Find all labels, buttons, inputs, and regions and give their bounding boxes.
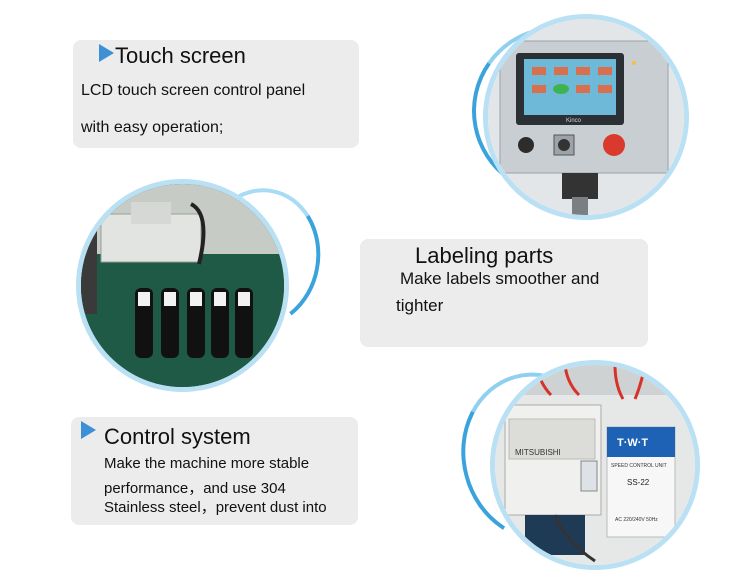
control-system-line-2: performance，and use 304 bbox=[104, 480, 286, 497]
unit-logo: T·W·T bbox=[617, 437, 648, 449]
control-system-title: Control system bbox=[104, 424, 251, 449]
panel-brand: Kinco bbox=[566, 118, 582, 124]
unit-rating: AC 220/240V 50Hz bbox=[615, 517, 658, 523]
touch-screen-line-2: with easy operation; bbox=[81, 119, 224, 136]
touch-screen-card: Touch screen LCD touch screen control pa… bbox=[73, 40, 359, 148]
labeling-parts-card: Labeling parts Make labels smoother and … bbox=[360, 239, 648, 347]
bullet-triangle-icon bbox=[81, 421, 96, 439]
control-panel-illustration: Kinco bbox=[488, 19, 684, 215]
touch-screen-photo: Kinco bbox=[483, 14, 689, 220]
touch-screen-line-1: LCD touch screen control panel bbox=[81, 82, 306, 99]
labeling-parts-title: Labeling parts bbox=[415, 243, 554, 268]
control-system-line-1: Make the machine more stable bbox=[104, 455, 310, 472]
bullet-triangle-icon bbox=[99, 44, 114, 62]
plc-illustration: MITSUBISHI T·W·T SPEED CONTROL UNIT SS-2… bbox=[495, 365, 695, 565]
unit-name: SPEED CONTROL UNIT bbox=[611, 463, 667, 469]
control-system-card: Control system Make the machine more sta… bbox=[71, 417, 358, 525]
unit-model: SS-22 bbox=[627, 478, 650, 487]
labeling-illustration bbox=[81, 184, 284, 387]
labeling-photo bbox=[76, 179, 289, 392]
touch-screen-title: Touch screen bbox=[115, 43, 246, 68]
labeling-parts-line-1: Make labels smoother and bbox=[400, 269, 600, 288]
plc-brand: MITSUBISHI bbox=[515, 448, 561, 457]
labeling-parts-line-2: tighter bbox=[396, 296, 444, 315]
control-system-line-3: Stainless steel，prevent dust into bbox=[104, 499, 327, 516]
control-system-photo: MITSUBISHI T·W·T SPEED CONTROL UNIT SS-2… bbox=[490, 360, 700, 570]
